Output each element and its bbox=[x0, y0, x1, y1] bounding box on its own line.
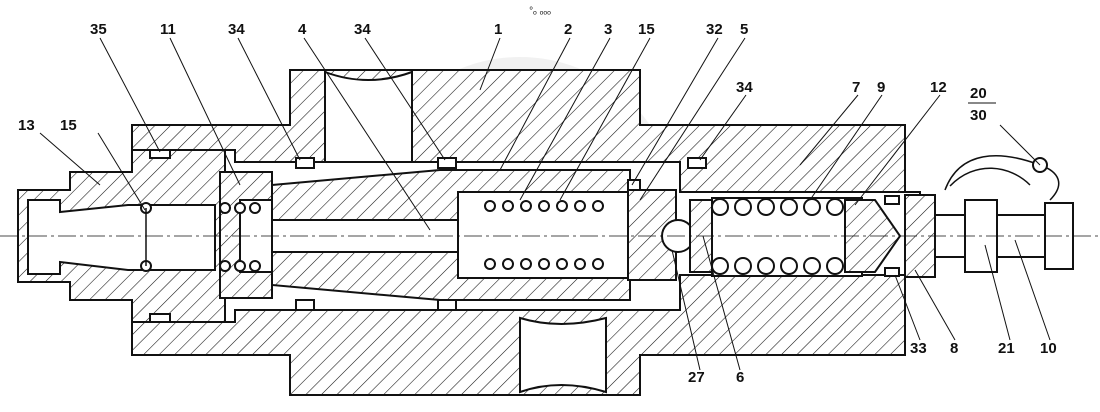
callout-15-left: 15 bbox=[60, 117, 77, 134]
callout-7: 7 bbox=[852, 79, 860, 96]
callout-11: 11 bbox=[160, 21, 176, 38]
callout-33: 33 bbox=[910, 340, 927, 357]
right-spring bbox=[711, 198, 844, 275]
callout-4: 4 bbox=[298, 21, 307, 38]
callout-8: 8 bbox=[950, 340, 958, 357]
lock-wire bbox=[944, 155, 1060, 201]
header-mark: °ₒ ₒₒₒ bbox=[529, 6, 551, 17]
callout-13: 13 bbox=[18, 117, 35, 134]
callout-35: 35 bbox=[90, 21, 107, 38]
callout-5: 5 bbox=[740, 21, 748, 38]
callout-32: 32 bbox=[706, 21, 723, 38]
callout-15-top: 15 bbox=[638, 21, 655, 38]
callout-27: 27 bbox=[688, 369, 705, 386]
leader-lines bbox=[39, 37, 1051, 371]
callout-34-right: 34 bbox=[736, 79, 753, 96]
callout-6: 6 bbox=[736, 369, 744, 386]
seal-rings bbox=[149, 149, 900, 323]
callout-30: 30 bbox=[970, 107, 987, 124]
callout-10: 10 bbox=[1040, 340, 1057, 357]
bottom-port bbox=[519, 316, 607, 394]
left-spring bbox=[140, 202, 261, 272]
top-port bbox=[324, 70, 413, 176]
callout-21: 21 bbox=[998, 340, 1015, 357]
callout-9: 9 bbox=[877, 79, 885, 96]
center-spring bbox=[484, 200, 604, 270]
callout-20: 20 bbox=[970, 85, 987, 102]
callout-34-mid: 34 bbox=[354, 21, 371, 38]
callout-2: 2 bbox=[564, 21, 572, 38]
callout-1: 1 bbox=[494, 21, 502, 38]
inlet-bore bbox=[27, 199, 216, 275]
callout-34-left: 34 bbox=[228, 21, 245, 38]
callout-3: 3 bbox=[604, 21, 612, 38]
callout-12: 12 bbox=[930, 79, 947, 96]
